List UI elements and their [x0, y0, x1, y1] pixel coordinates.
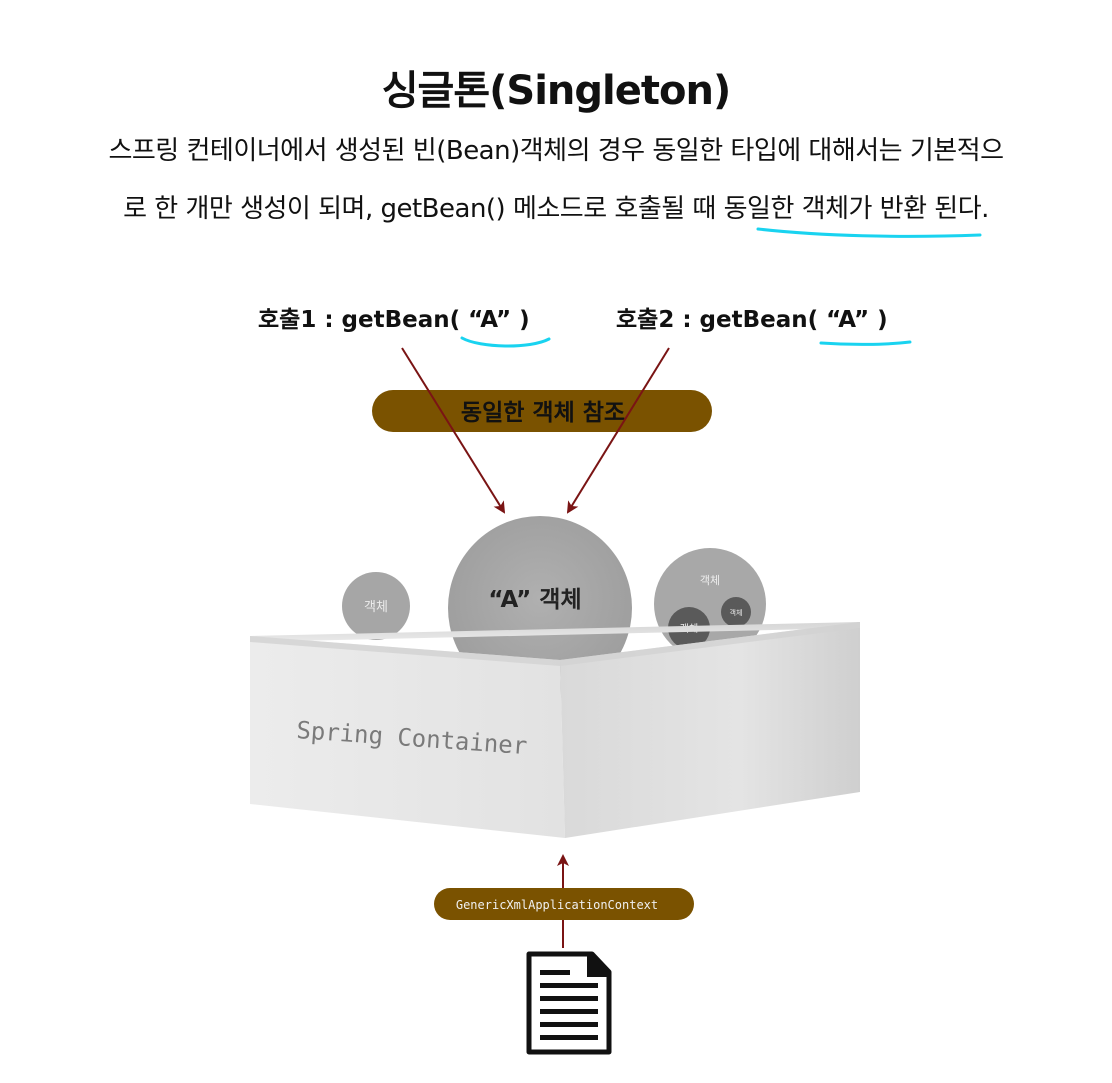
call-2-label: 호출2 : getBean( “A” ): [616, 307, 888, 333]
object-cluster-small-circle: [721, 597, 751, 627]
description-highlight: 동일한 객체가 반환: [723, 194, 927, 224]
description-highlight-underline: [756, 227, 982, 238]
container-right-face: [560, 622, 860, 838]
context-pill: [434, 888, 694, 920]
same-reference-pill: [372, 390, 712, 432]
description-line-1: 스프링 컨테이너에서 생성된 빈(Bean)객체의 경우 동일한 타입에 대해서…: [108, 136, 1004, 166]
call-1-underline: [460, 336, 551, 348]
description-line-2-end: 된다.: [926, 194, 989, 224]
object-cluster-small-label: 객체: [730, 608, 743, 617]
call-2-underline: [819, 340, 912, 346]
container-top-face: [250, 622, 860, 642]
object-cluster-top-label: 객체: [700, 574, 720, 587]
object-a-label: “A” 객체: [488, 587, 581, 613]
description-line-2: 로 한 개만 생성이 되며, getBean() 메소드로 호출될 때 동일한 …: [0, 188, 1112, 225]
object-circle-small: [342, 572, 410, 640]
same-reference-label: 동일한 객체 참조: [461, 400, 625, 426]
document-icon: [526, 951, 612, 1055]
container-front-face: [250, 636, 565, 838]
call-2-arrow: [566, 347, 670, 514]
object-circle-small-label: 객체: [364, 600, 388, 615]
object-a-circle: [448, 516, 632, 700]
page-title: 싱글톤(Singleton): [381, 68, 732, 114]
call-1-arrow: [401, 347, 506, 514]
context-label: GenericXmlApplicationContext: [456, 898, 658, 912]
description-line-2-start: 로 한 개만 생성이 되며, getBean() 메소드로 호출될 때: [123, 194, 724, 224]
call-1-label: 호출1 : getBean( “A” ): [258, 307, 530, 333]
